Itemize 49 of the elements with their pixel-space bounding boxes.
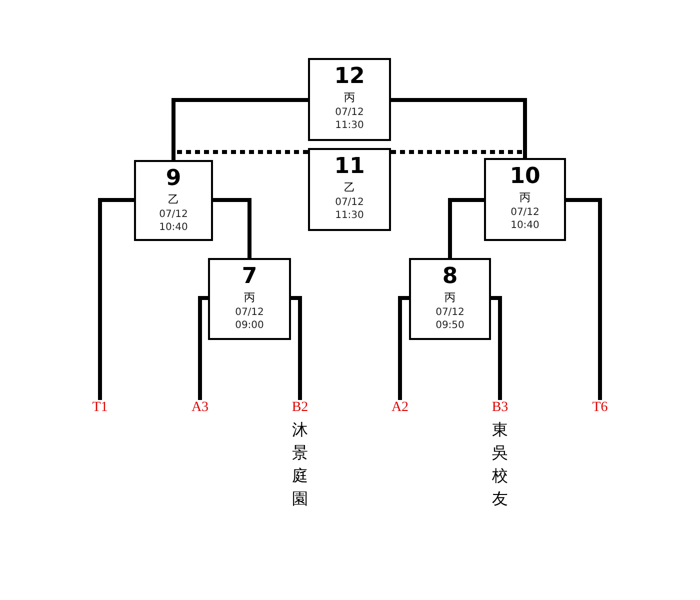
match-date: 07/12 [436,306,464,319]
match-box [308,148,391,231]
seed-code: B2 [292,400,308,416]
match-date: 07/12 [335,196,364,209]
seed-code: A3 [191,400,209,416]
seed-code: T6 [592,400,608,416]
court-name: 丙 [520,190,530,206]
match-number: 8 [442,264,458,290]
match-time: 10:40 [510,219,540,232]
team-name: 沐景庭園 [291,419,309,510]
court-name: 丙 [444,290,456,306]
bracket-line [98,198,134,400]
bracket-line [291,296,302,400]
bracket-line [213,198,252,258]
match-time: 11:30 [335,119,364,132]
match-number: 9 [166,166,182,192]
match-box [308,58,391,141]
court-name: 乙 [344,180,355,196]
match-number: 7 [242,264,258,290]
dotted-bracket-line [391,150,527,158]
match-number: 11 [334,154,365,180]
match-time: 10:40 [159,221,188,234]
match-date: 07/12 [335,106,364,119]
match-number: 12 [334,64,365,90]
seed-code: A2 [391,400,409,416]
match-date: 07/12 [510,206,540,219]
match-date: 07/12 [235,306,264,319]
match-number: 10 [510,164,540,190]
bracket-line [448,198,484,258]
team-name: 東吳校友 [491,419,509,510]
match-box [484,158,566,241]
match-box [409,258,491,340]
bracket-line [398,296,409,400]
match-box [208,258,291,340]
seed-code: T1 [92,400,108,416]
match-time: 11:30 [335,209,364,222]
match-box [134,160,213,241]
match-time: 09:00 [235,319,264,332]
bracket-line [198,296,208,400]
court-name: 乙 [168,192,179,208]
court-name: 丙 [244,290,255,306]
bracket-line [491,296,502,400]
match-date: 07/12 [159,208,188,221]
court-name: 丙 [344,90,355,106]
bracket-line [172,98,308,160]
bracket-line [566,198,602,400]
seed-code: B3 [492,400,508,416]
dotted-bracket-line [172,150,308,160]
match-time: 09:50 [436,319,464,332]
